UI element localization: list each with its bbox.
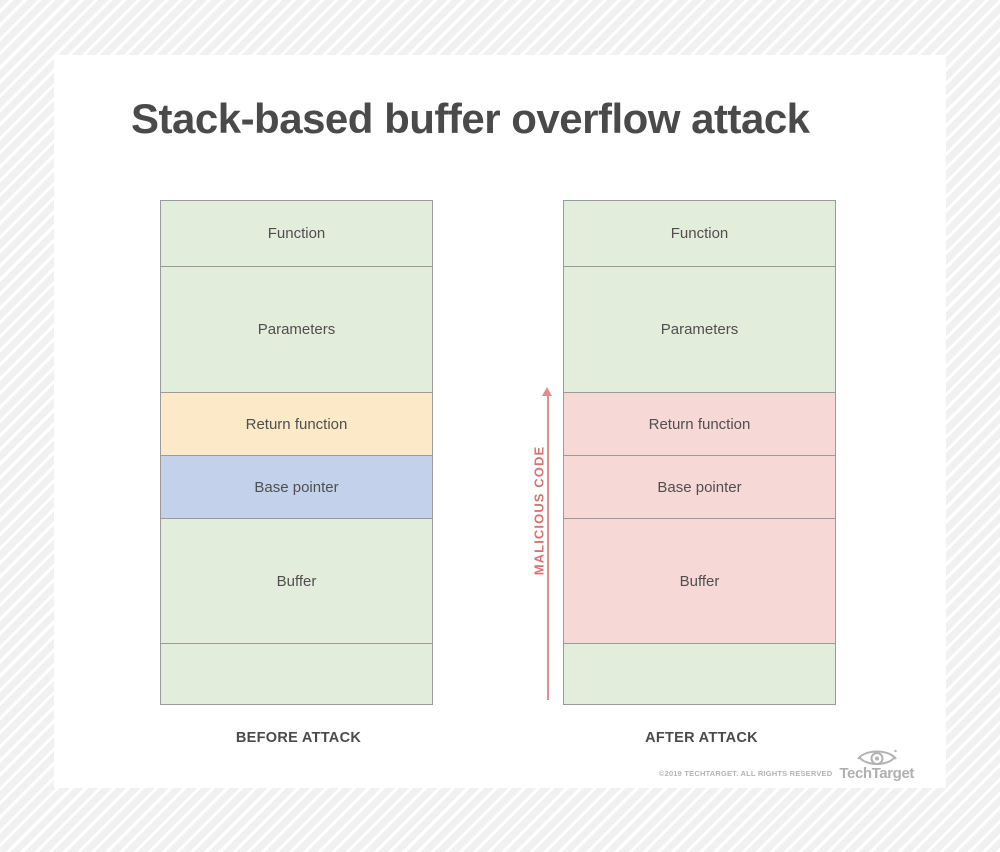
page-title: Stack-based buffer overflow attack — [131, 95, 810, 142]
caption-after-attack: AFTER ATTACK — [645, 730, 758, 746]
stack-row — [564, 644, 835, 704]
logo-wordmark: TechTarget — [839, 765, 914, 782]
caption-before-attack: BEFORE ATTACK — [235, 730, 362, 746]
eye-icon — [856, 749, 897, 765]
stack-row: Base pointer — [161, 456, 432, 519]
footer: ©2019 TECHTARGET. ALL RIGHTS RESERVED Te… — [659, 746, 914, 782]
stack-row: Function — [161, 201, 432, 267]
malicious-code-annotation: MALICIOUS CODE — [509, 385, 559, 700]
stack-row: Buffer — [564, 519, 835, 644]
stack-row: Return function — [564, 393, 835, 456]
stack-row: Base pointer — [564, 456, 835, 519]
content-card: Stack-based buffer overflow attack Funct… — [54, 55, 946, 788]
annotation-line — [547, 393, 549, 700]
stack-row: Buffer — [161, 519, 432, 644]
stack-row: Return function — [161, 393, 432, 456]
stack-row: Parameters — [161, 267, 432, 393]
stack-row: Function — [564, 201, 835, 267]
stack-row — [161, 644, 432, 704]
arrow-up-icon — [542, 387, 552, 396]
malicious-code-label: MALICIOUS CODE — [531, 445, 547, 576]
copyright-text: ©2019 TECHTARGET. ALL RIGHTS RESERVED — [658, 769, 833, 778]
techtarget-logo: TechTarget — [839, 746, 914, 782]
stack-row: Parameters — [564, 267, 835, 393]
